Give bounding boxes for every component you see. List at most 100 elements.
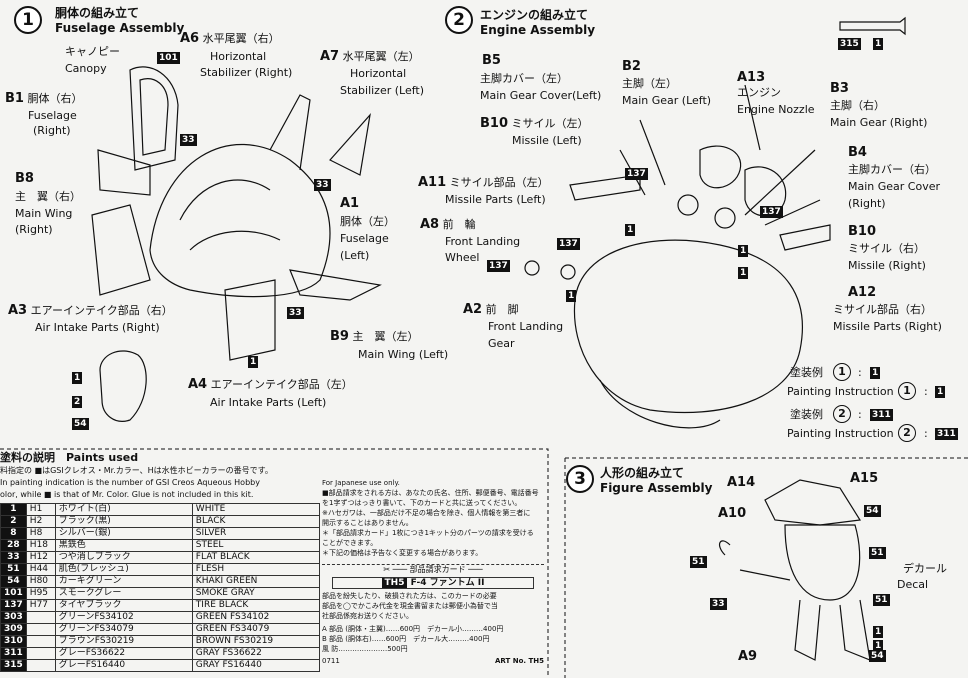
b8-ja: 主 翼（右） <box>15 190 81 203</box>
b1-en1: Fuselage <box>28 109 77 122</box>
paint-cell-ja: カーキグリーン <box>54 575 193 588</box>
a1-en2: (Left) <box>340 249 370 262</box>
paint-cell-code: 101 <box>0 587 27 600</box>
b2-en: Main Gear (Left) <box>622 94 712 107</box>
paint-cell-en: STEEL <box>191 539 320 552</box>
paint-cell-en: SILVER <box>191 527 320 540</box>
paint-tag-1: 1 <box>738 245 749 257</box>
paint-cell-ja: ホワイト(白) <box>54 503 193 516</box>
b10l-en: Missile (Left) <box>512 134 582 147</box>
b9-en: Main Wing (Left) <box>358 348 449 361</box>
paint-cell-code: 311 <box>0 647 27 660</box>
paint-cell-en: BROWN FS30219 <box>191 635 320 648</box>
paint-tag-33: 33 <box>314 179 331 191</box>
paint-cell-h: H2 <box>25 515 56 528</box>
paint-tag-1: 1 <box>873 626 884 638</box>
paint-tag-137: 137 <box>625 168 648 180</box>
card-price-a: A 部品 (胴体・主翼)……600円 <box>322 625 421 633</box>
paint-tag-33: 33 <box>710 598 727 610</box>
paint-cell-h <box>25 611 56 624</box>
a12-code: A12 <box>848 285 877 300</box>
paint-cell-en: BLACK <box>191 515 320 528</box>
paint-cell-ja: グリーンFS34079 <box>54 623 193 636</box>
card-art-no: ART No. TH5 <box>495 657 544 665</box>
a11-code: A11 <box>418 175 447 190</box>
card-price-decal-l: デカール大………400円 <box>413 635 490 643</box>
step-number-2: 2 <box>445 6 473 34</box>
paint-cell-en: KHAKI GREEN <box>191 575 320 588</box>
paints-title-en: Paints used <box>66 451 139 464</box>
paint-cell-en: SMOKE GRAY <box>191 587 320 600</box>
decal-en: Decal <box>897 578 929 591</box>
paint-tag-1: 1 <box>72 372 83 384</box>
card-line-7: ＊下記の価格は予告なく変更する場合があります。 <box>322 549 483 557</box>
paints-note-1: 料指定の ■はGSIクレオス・Mr.カラー、Hは水性ホビーカラーの番号です。 <box>0 466 273 475</box>
paint-cell-en: GRAY FS16440 <box>191 659 320 672</box>
painting-ex2-ja: 塗装例 <box>790 408 823 421</box>
b4-code: B4 <box>848 145 867 160</box>
paint-cell-ja: 黒鉄色 <box>54 539 193 552</box>
paint-cell-ja: グレーFS36622 <box>54 647 193 660</box>
b8-en1: Main Wing <box>15 207 73 220</box>
paint-tag-54: 54 <box>72 418 89 430</box>
painting-ex1-num-en: 1 <box>898 382 916 400</box>
a3-en: Air Intake Parts (Right) <box>35 321 160 334</box>
paint-tag-1: 1 <box>625 224 636 236</box>
card-line-6: ことができます。 <box>322 539 378 547</box>
painting-ex2-num: 2 <box>833 405 851 423</box>
paint-cell-h: H95 <box>25 587 56 600</box>
paints-note-3: olor, while ■ is that of Mr. Color. Glue… <box>0 490 254 499</box>
a8-en1: Front Landing <box>445 235 521 248</box>
paint-cell-code: 2 <box>0 515 27 528</box>
b4-en1: Main Gear Cover <box>848 180 941 193</box>
tail-fin <box>269 94 311 171</box>
paint-tag-2: 2 <box>72 396 83 408</box>
painting-ex2-code-en: 311 <box>935 428 958 440</box>
b1-ja: 胴体（右） <box>27 92 83 105</box>
a2-code: A2 <box>463 302 483 317</box>
b1-en2: (Right) <box>33 124 71 137</box>
main-wing-right-shape <box>97 149 151 196</box>
b3-en: Main Gear (Right) <box>830 116 928 129</box>
b1-code: B1 <box>5 91 24 106</box>
b10l-ja: ミサイル（左） <box>511 117 589 130</box>
b5-en: Main Gear Cover(Left) <box>480 89 602 102</box>
figure-legs-shape <box>794 599 871 661</box>
card-line-4: 開示することはありません。 <box>322 519 413 527</box>
painting-ex1-num: 1 <box>833 363 851 381</box>
a11-ja: ミサイル部品（左） <box>449 176 549 189</box>
card-line-1: ■部品請求をされる方は、あなたの氏名、住所、郵便番号、電話番号 <box>322 489 539 497</box>
air-intake-left-shape <box>224 279 276 361</box>
parts-request-card: For Japanese use only. ■部品請求をされる方は、あなたの氏… <box>322 479 544 665</box>
b3-code: B3 <box>830 81 849 96</box>
card-line-3: ※ハセガワは、一部品だけ不足の場合を除き、個人情報を第三者に <box>322 509 531 517</box>
paint-tag-54: 54 <box>864 505 881 517</box>
paint-cell-code: 315 <box>0 659 27 672</box>
paint-cell-h <box>25 647 56 660</box>
a8-code: A8 <box>420 217 440 232</box>
paint-cell-ja: シルバー(銀) <box>54 527 193 540</box>
paints-note-2: In painting indication is the number of … <box>0 478 260 487</box>
paints-title-ja: 塗料の説明 <box>0 451 55 464</box>
b10l-code: B10 <box>480 116 508 131</box>
b2-ja: 主脚（左） <box>622 77 677 90</box>
paint-cell-ja: ブラック(黒) <box>54 515 193 528</box>
paint-tag-33: 33 <box>287 307 304 319</box>
a6-ja: 水平尾翼（右） <box>202 32 280 45</box>
a2-en2: Gear <box>488 337 515 350</box>
paint-tag-33: 33 <box>180 134 197 146</box>
front-wheel-a <box>524 260 540 276</box>
painting-ex2-code: 311 <box>870 409 893 421</box>
decal-ja: デカール <box>903 562 947 575</box>
nozzle-left <box>699 145 742 189</box>
step1-title-ja: 胴体の組み立て <box>55 6 140 20</box>
a6-en2: Stabilizer (Right) <box>200 66 293 79</box>
card-line-2: を1字ずつはっきり書いて、下のカードと共に送ってください。 <box>322 499 522 507</box>
a6-code: A6 <box>180 31 200 46</box>
paint-cell-h: H44 <box>25 563 56 576</box>
